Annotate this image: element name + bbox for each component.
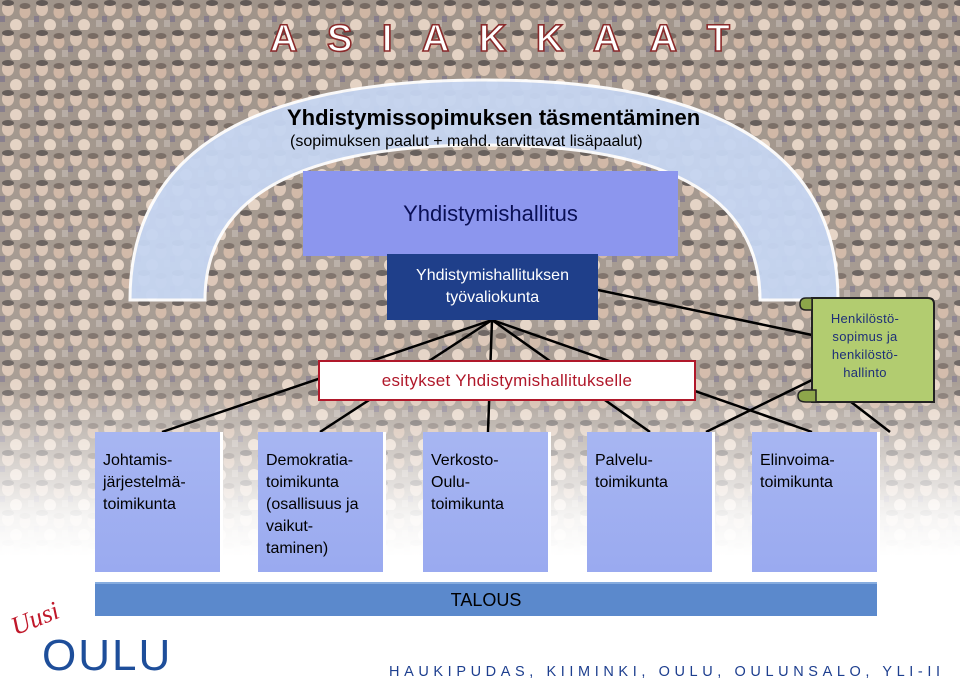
unit-line: toimikunta	[595, 474, 668, 491]
finance-bar: TALOUS	[95, 582, 877, 616]
executive-committee-line: Yhdistymishallituksen	[416, 267, 569, 284]
footer-municipalities: HAUKIPUDAS, KIIMINKI, OULU, OULUNSALO, Y…	[389, 664, 945, 680]
proposals-box: esitykset Yhdistymishallitukselle	[318, 360, 696, 401]
title-letter: K	[478, 17, 507, 61]
title-letter: A	[421, 17, 450, 61]
slide-title: A S I A K K A A T	[269, 14, 731, 64]
unit-line: toimikunta	[266, 474, 339, 491]
personnel-line: henkilöstö-	[831, 347, 899, 362]
unit-verkosto-oulu: Verkosto- Oulu- toimikunta	[423, 432, 551, 575]
unit-line: Johtamis-	[103, 452, 173, 469]
board-label: Yhdistymishallitus	[403, 200, 578, 226]
unit-line: taminen)	[266, 540, 329, 557]
subtitle: Yhdistymissopimuksen täsmentäminen	[287, 105, 701, 130]
unit-line: toimikunta	[760, 474, 833, 491]
unit-line: Demokratia-	[266, 452, 354, 469]
unit-line: Palvelu-	[595, 452, 653, 469]
title-letter: I	[381, 17, 393, 61]
unit-line: Oulu-	[431, 474, 471, 491]
personnel-line: sopimus ja	[832, 329, 898, 344]
subtitle-note: (sopimuksen paalut + mahd. tarvittavat l…	[290, 133, 643, 150]
unit-elinvoima: Elinvoima- toimikunta	[752, 432, 880, 575]
personnel-scroll-label: Henkilöstö- sopimus ja henkilöstö- halli…	[812, 310, 918, 382]
unit-line: (osallisuus ja	[266, 496, 359, 513]
executive-committee-line: työvaliokunta	[445, 289, 540, 306]
scroll-shape	[797, 297, 935, 403]
executive-committee-box: Yhdistymishallituksen työvaliokunta	[387, 254, 598, 320]
finance-label: TALOUS	[450, 589, 522, 610]
unit-demokratia: Demokratia- toimikunta (osallisuus ja va…	[258, 432, 386, 575]
unit-line: vaikut-	[266, 518, 314, 535]
unit-line: toimikunta	[103, 496, 176, 513]
unit-line: Elinvoima-	[760, 452, 835, 469]
title-letter: A	[269, 17, 298, 61]
personnel-line: hallinto	[843, 365, 887, 380]
unit-palvelu: Palvelu- toimikunta	[587, 432, 715, 575]
unit-line: toimikunta	[431, 496, 504, 513]
title-letter: T	[706, 17, 731, 61]
personnel-line: Henkilöstö-	[830, 311, 900, 326]
unit-line: järjestelmä-	[103, 474, 186, 491]
title-letter: S	[326, 17, 353, 61]
proposals-label: esitykset Yhdistymishallitukselle	[381, 370, 633, 390]
title-letter: K	[535, 17, 564, 61]
unit-line: Verkosto-	[431, 452, 499, 469]
unit-johtamisjarjestelma: Johtamis- järjestelmä- toimikunta	[95, 432, 223, 575]
title-letter: A	[649, 17, 678, 61]
logo-oulu: OULU	[42, 631, 173, 680]
board-box: Yhdistymishallitus	[303, 171, 678, 256]
title-letter: A	[592, 17, 621, 61]
